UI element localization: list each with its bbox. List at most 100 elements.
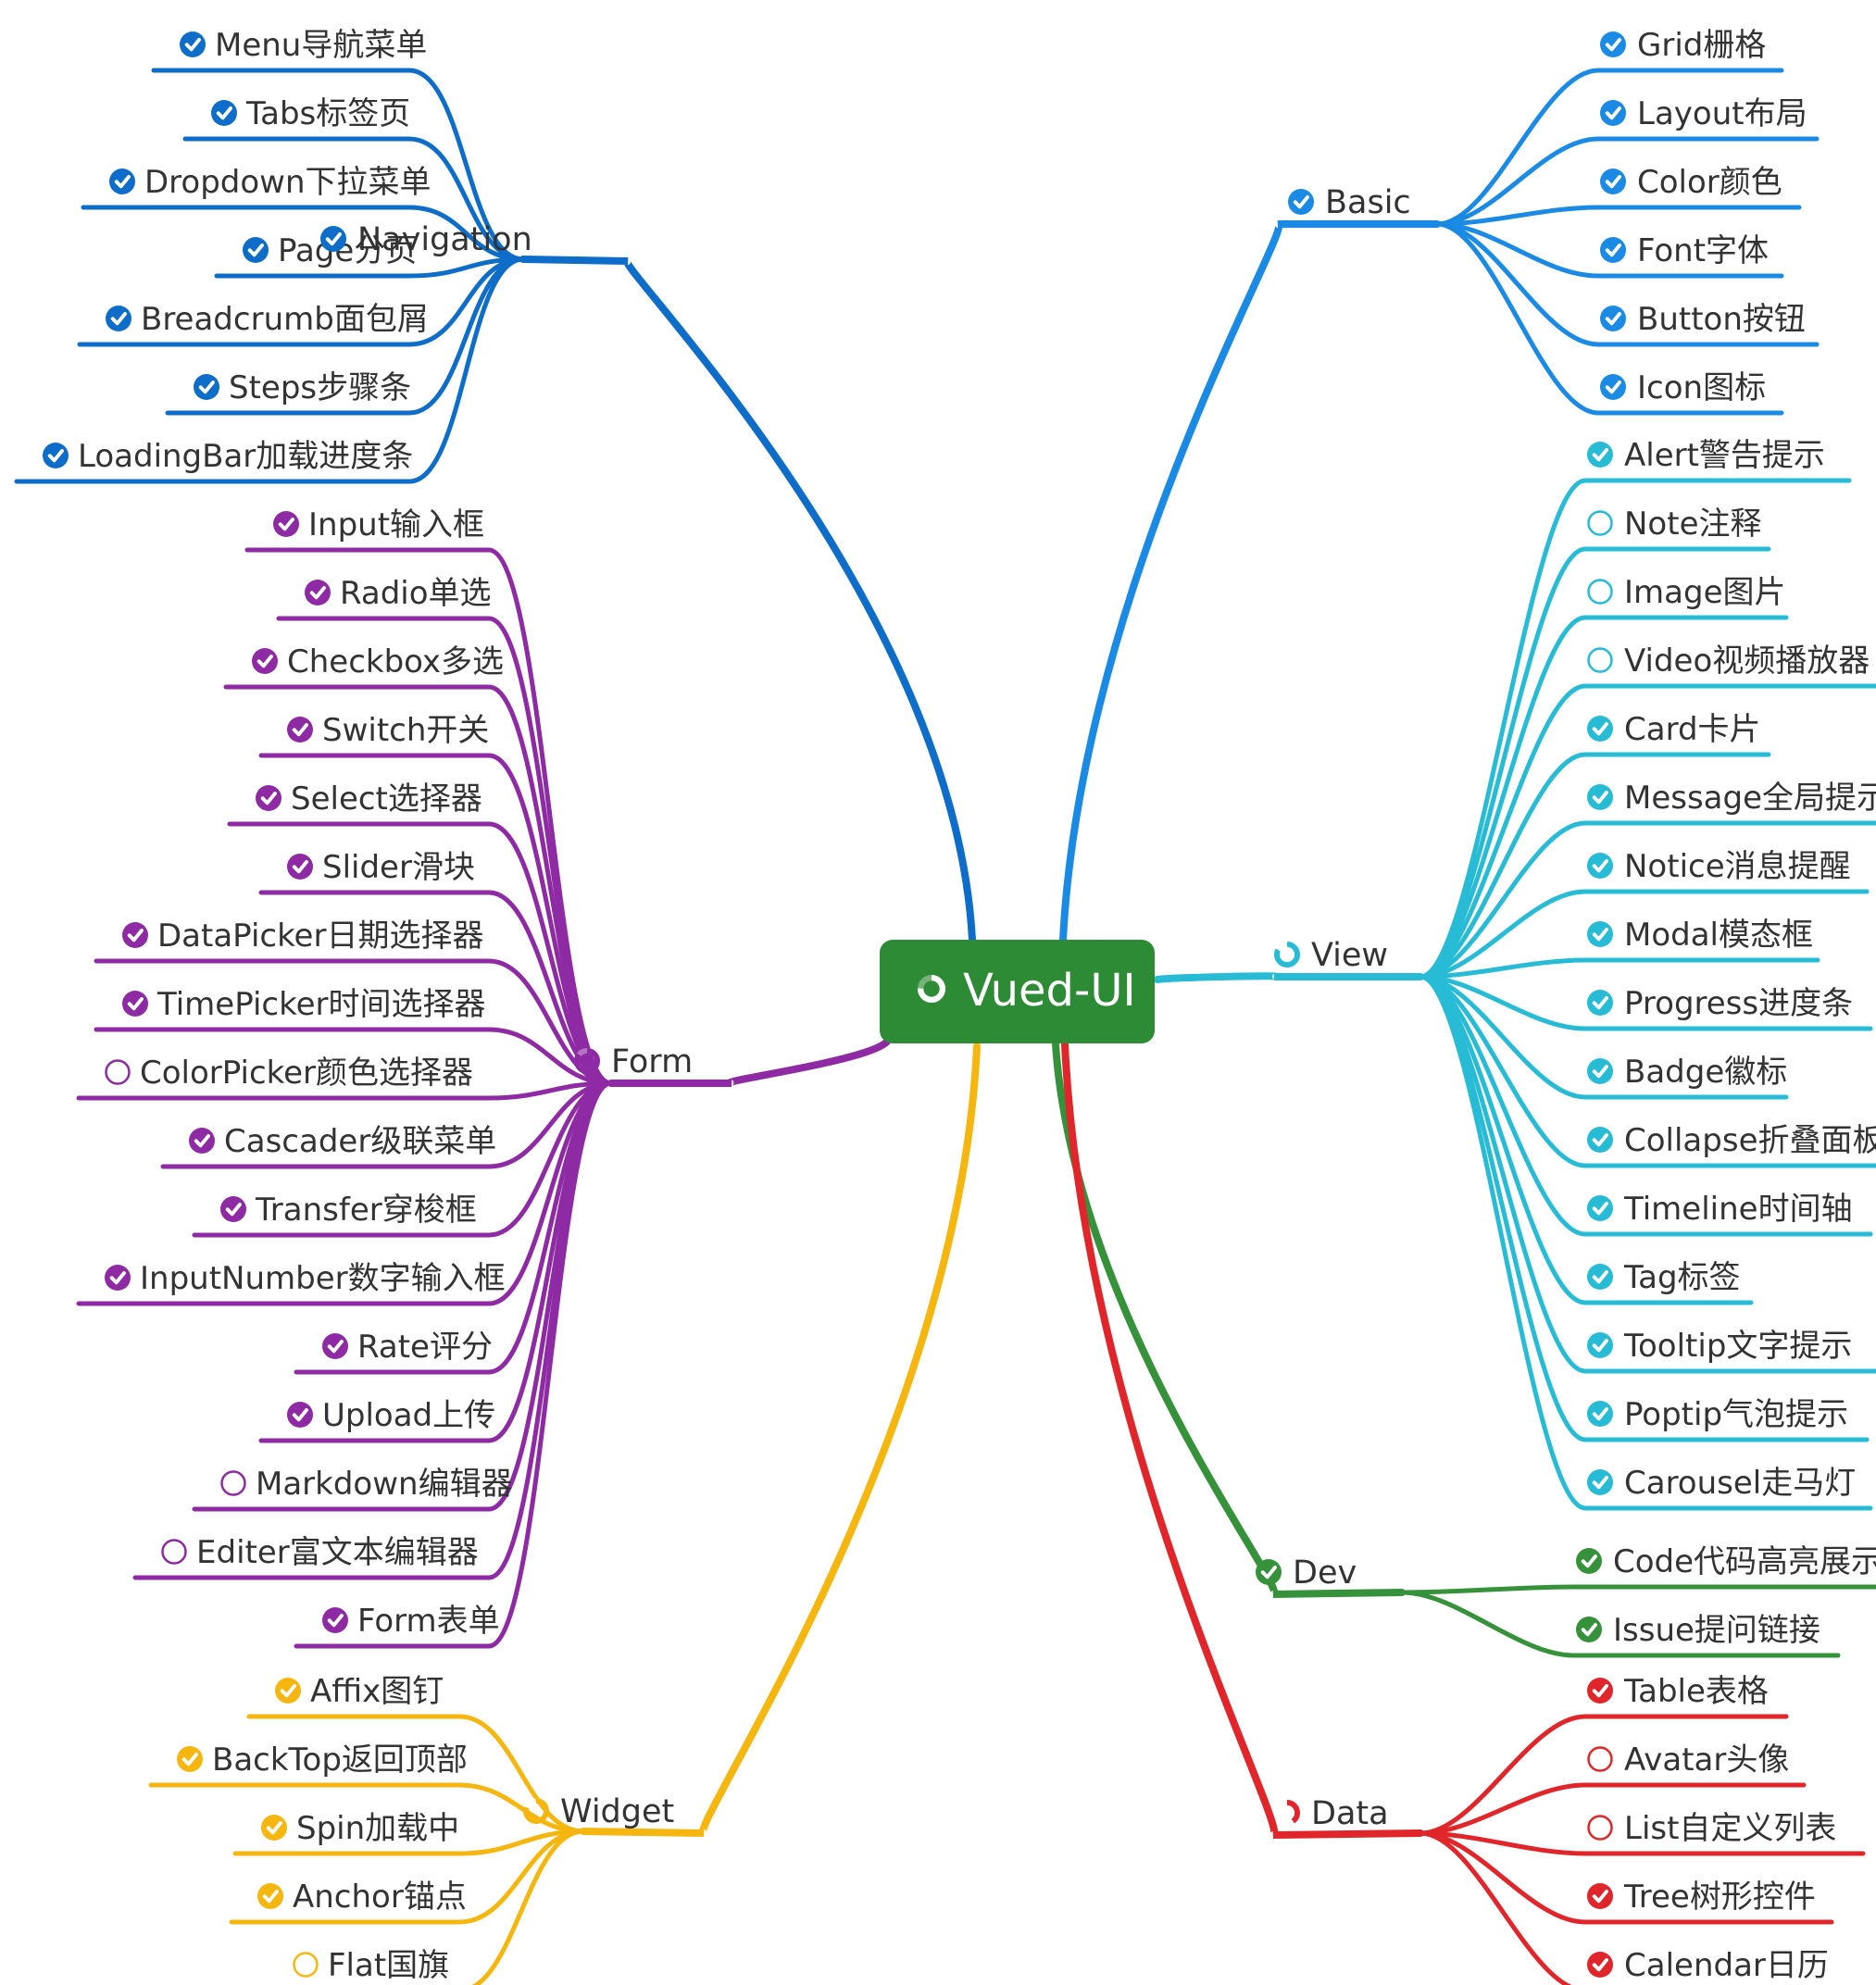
status-icon <box>122 922 148 948</box>
leaf-label: Avatar头像 <box>1624 1742 1789 1779</box>
trunk-basic <box>1059 219 1441 943</box>
leaf-label: Image图片 <box>1624 574 1785 611</box>
status-icon <box>1587 510 1613 536</box>
status-icon <box>1587 1195 1613 1221</box>
status-icon <box>273 511 299 537</box>
status-icon <box>322 1607 348 1633</box>
connector-widget-4 <box>470 1829 586 1985</box>
leaf-label: InputNumber数字输入框 <box>140 1260 506 1297</box>
status-icon <box>1587 1469 1613 1495</box>
status-icon <box>106 306 131 331</box>
leaf-label: Icon图标 <box>1637 369 1766 406</box>
connector-form-16 <box>294 1080 614 1649</box>
status-icon <box>243 237 269 263</box>
leaf-label: Video视频播放器 <box>1624 643 1870 680</box>
connector-view-5 <box>1418 820 1876 980</box>
status-icon <box>1587 1332 1613 1358</box>
connector-dev-0 <box>1399 1584 1876 1595</box>
connector-navigation-0 <box>151 68 526 262</box>
leaf-label: Radio单选 <box>340 575 492 612</box>
connector-data-4 <box>1418 1830 1572 1985</box>
leaf-label: DataPicker日期选择器 <box>157 918 483 955</box>
branch-basic: Grid栅格Layout布局Color颜色Font字体Button按钮Icon图… <box>1059 27 1820 943</box>
leaf-label: BackTop返回顶部 <box>212 1742 468 1779</box>
status-icon <box>1587 647 1613 673</box>
leaf-label: TimePicker时间选择器 <box>156 986 485 1023</box>
connector-navigation-4 <box>77 256 526 347</box>
branch-label-widget: Widget <box>560 1793 674 1830</box>
leaf-label: Editer富文本编辑器 <box>196 1534 479 1571</box>
leaf-label: Rate评分 <box>357 1329 493 1366</box>
leaf-label: Checkbox多选 <box>287 643 504 680</box>
status-icon <box>1600 237 1626 263</box>
status-icon <box>256 785 281 811</box>
leaf-label: Modal模态框 <box>1624 917 1813 954</box>
status-icon <box>43 443 69 468</box>
leaf-label: Calendar日历 <box>1624 1947 1829 1984</box>
connector-view-15 <box>1418 974 1873 1511</box>
leaf-label: Poptip气泡提示 <box>1624 1396 1848 1433</box>
status-icon <box>177 1746 203 1772</box>
status-icon <box>1587 579 1613 605</box>
leaf-label: ColorPicker颜色选择器 <box>140 1055 473 1092</box>
status-icon <box>287 717 313 743</box>
status-icon <box>1600 169 1626 194</box>
leaf-label: Switch开关 <box>322 712 489 749</box>
leaf-label: List自定义列表 <box>1624 1810 1836 1847</box>
status-icon <box>1587 990 1613 1016</box>
connector-view-7 <box>1418 957 1820 980</box>
branch-status-icon <box>1273 942 1301 968</box>
leaf-label: Steps步骤条 <box>229 369 411 406</box>
connector-widget-1 <box>148 1782 586 1834</box>
connector-data-1 <box>1418 1782 1807 1836</box>
leaf-label: Anchor锚点 <box>293 1879 467 1916</box>
leaf-label: Form表单 <box>357 1603 500 1640</box>
connector-view-3 <box>1418 683 1876 980</box>
leaf-label: Input输入框 <box>308 506 484 543</box>
status-icon <box>1587 1815 1613 1841</box>
status-icon <box>322 1333 348 1359</box>
status-icon <box>122 991 148 1017</box>
status-icon <box>252 648 278 674</box>
connector-form-8 <box>76 1080 614 1101</box>
status-icon <box>1587 442 1613 468</box>
leaf-label: Affix图钉 <box>310 1673 444 1710</box>
leaf-label: Note注释 <box>1624 506 1761 543</box>
status-icon <box>194 374 219 400</box>
connector-widget-2 <box>232 1829 586 1856</box>
connector-widget-3 <box>229 1829 586 1925</box>
status-icon <box>1576 1548 1602 1574</box>
branch-status-icon <box>320 226 346 252</box>
leaf-label: Slider滑块 <box>322 849 475 886</box>
connector-view-11 <box>1418 974 1873 1237</box>
leaf-label: Notice消息提醒 <box>1624 848 1851 885</box>
root-node: Vued-UI <box>880 940 1155 1043</box>
leaf-label: Breadcrumb面包屑 <box>141 301 429 338</box>
branch-status-icon <box>573 1047 601 1074</box>
leaf-label: Font字体 <box>1637 232 1769 269</box>
status-icon <box>1600 306 1626 331</box>
status-icon <box>180 31 206 57</box>
status-icon <box>1587 853 1613 879</box>
leaf-label: Color颜色 <box>1637 164 1782 201</box>
status-icon <box>275 1678 301 1704</box>
status-icon <box>1600 31 1626 57</box>
status-icon <box>287 854 313 880</box>
trunk-navigation <box>519 256 976 943</box>
connector-basic-0 <box>1434 68 1784 227</box>
leaf-label: Select选择器 <box>291 780 482 818</box>
status-icon <box>1587 1264 1613 1290</box>
trunk-form <box>607 1038 891 1087</box>
leaf-label: Cascader级联菜单 <box>224 1123 496 1160</box>
leaf-label: Grid栅格 <box>1637 27 1766 64</box>
leaf-label: Tag标签 <box>1623 1259 1741 1296</box>
branch-label-data: Data <box>1311 1795 1389 1832</box>
leaf-label: Spin加载中 <box>296 1810 459 1847</box>
leaf-label: Carousel走马灯 <box>1624 1465 1856 1502</box>
connector-navigation-3 <box>214 256 526 279</box>
leaf-label: Tooltip文字提示 <box>1623 1328 1852 1365</box>
status-icon <box>161 1539 187 1565</box>
status-icon <box>287 1402 313 1428</box>
